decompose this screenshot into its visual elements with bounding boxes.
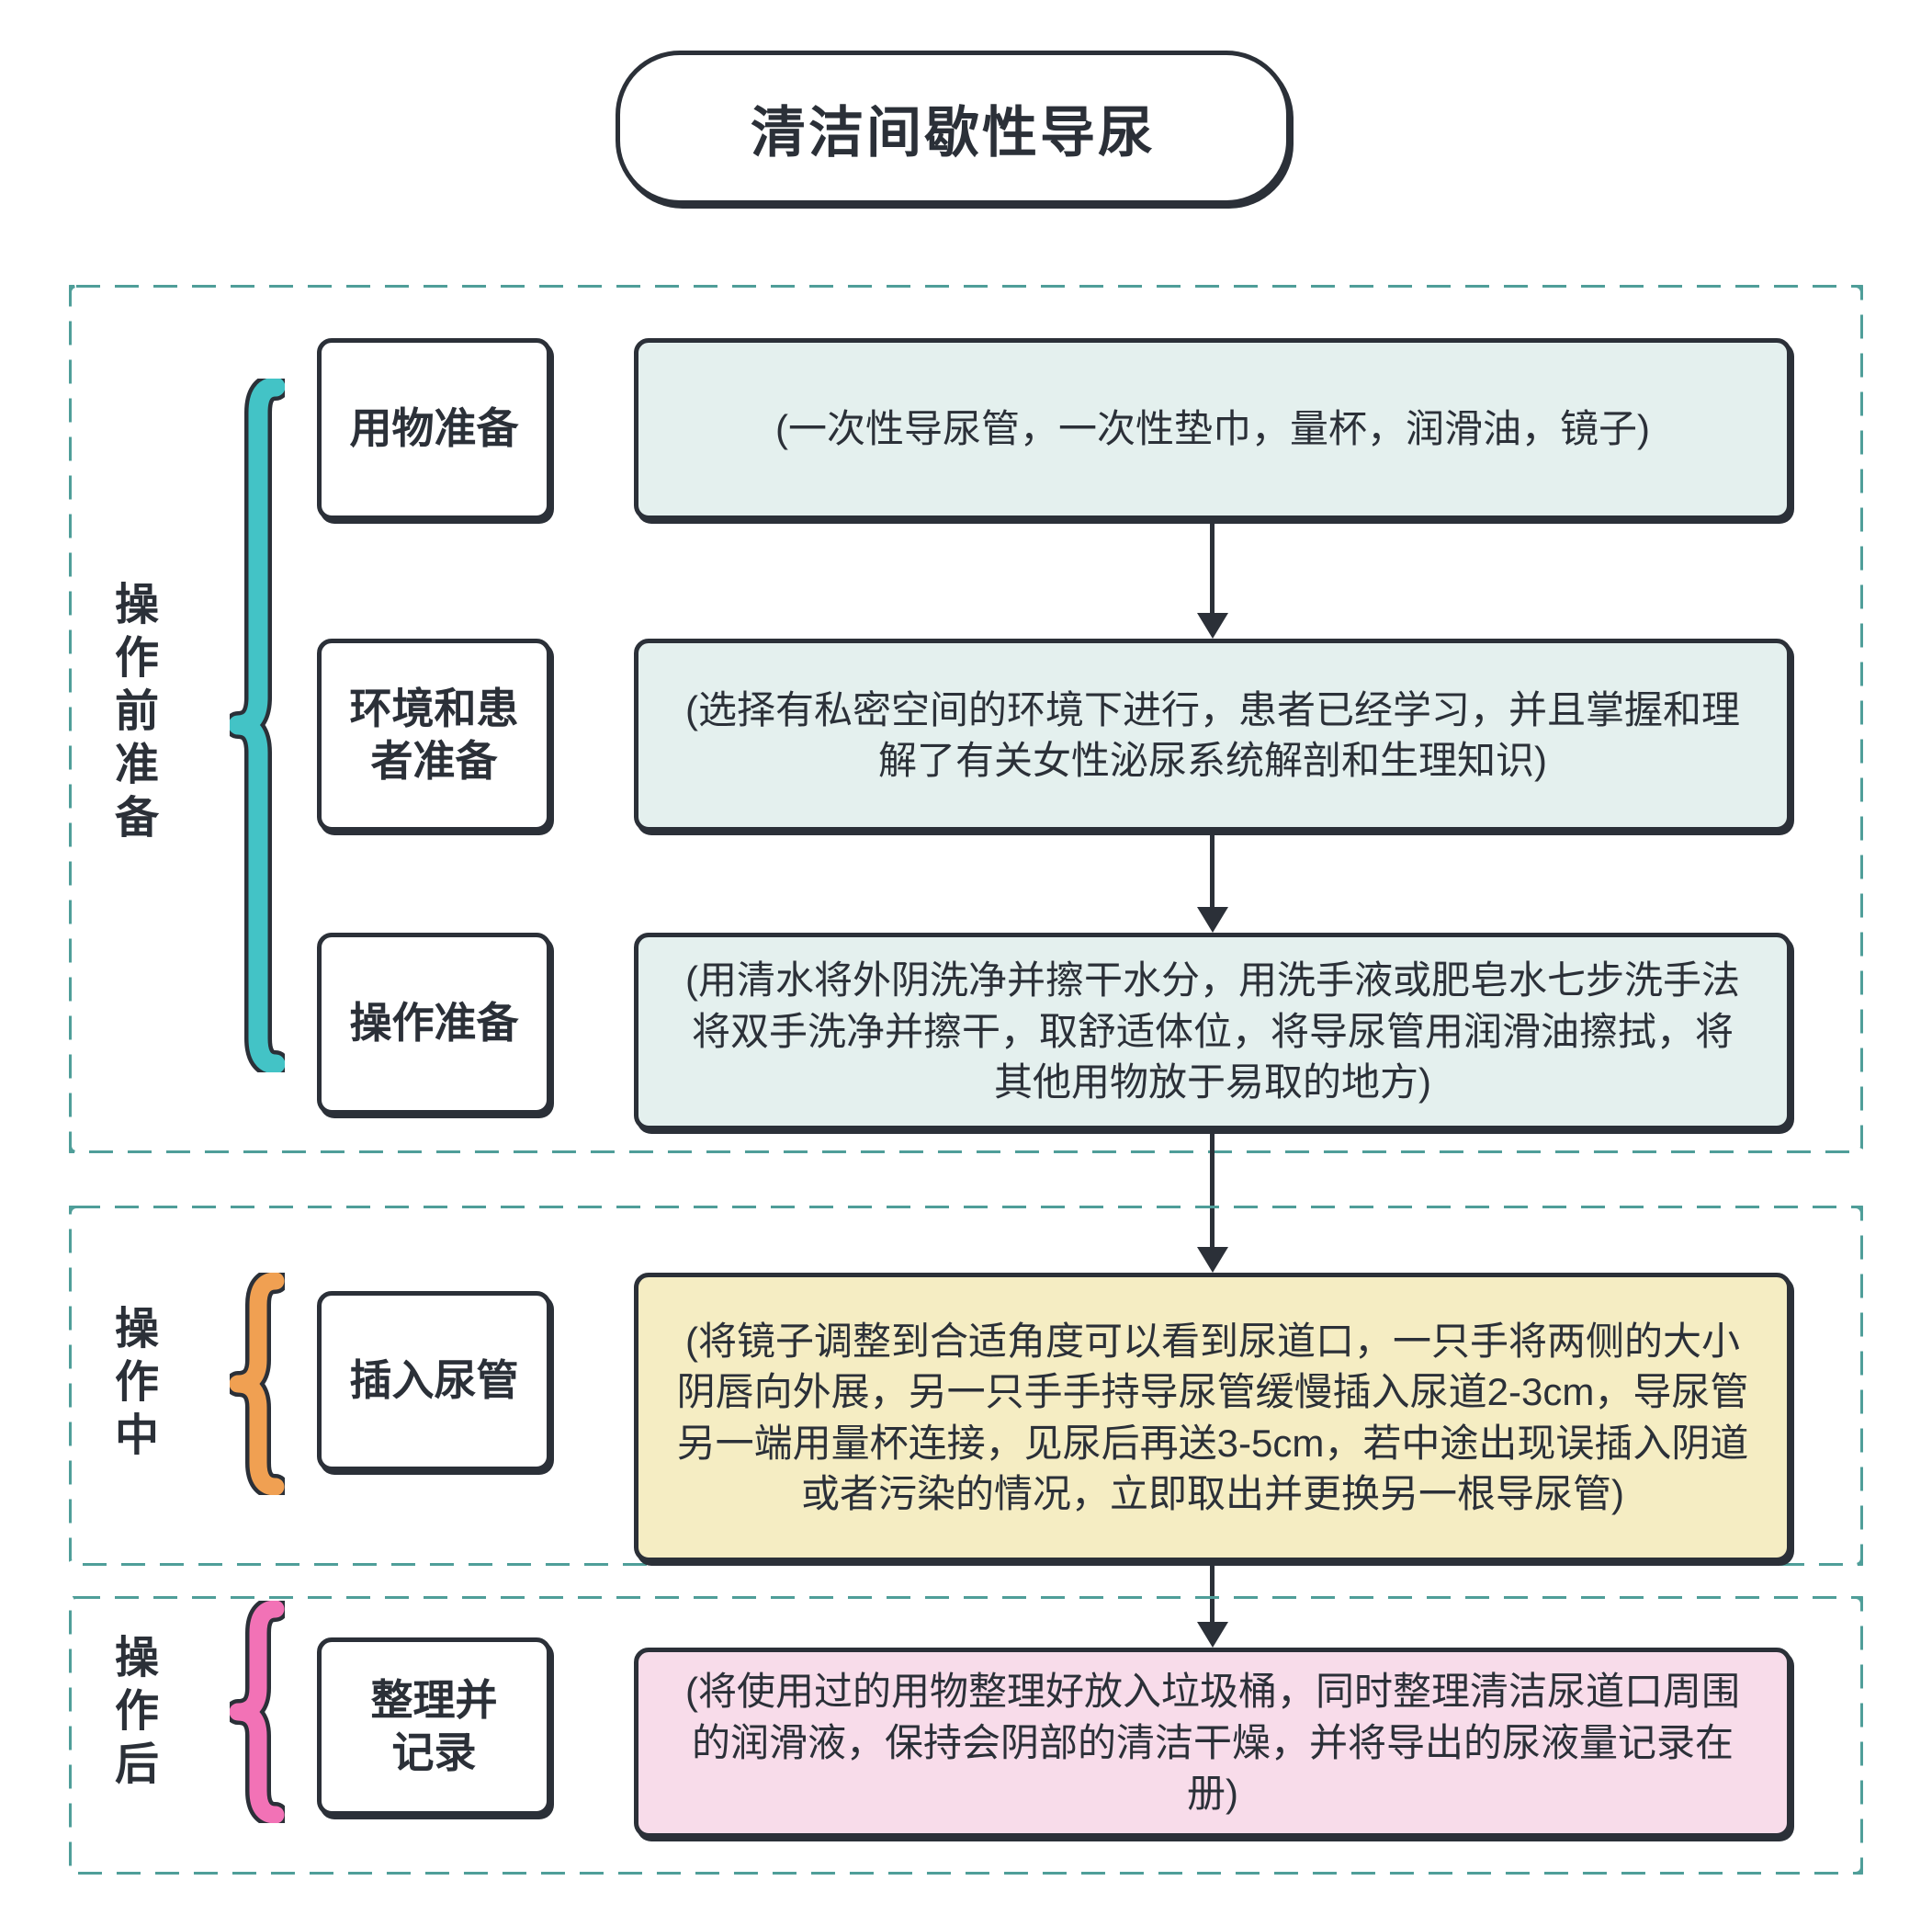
post-section-brace-icon	[230, 1601, 285, 1823]
step-label-insert-catheter: 插入尿管	[317, 1291, 551, 1471]
arrow-shaft	[1210, 522, 1215, 620]
step-label-text: 整理并 记录	[370, 1675, 498, 1777]
step-label-text: 环境和患 者准备	[349, 684, 519, 786]
step-detail-organize-record: (将使用过的用物整理好放入垃圾桶，同时整理清洁尿道口周围的润滑液，保持会阴部的清…	[634, 1648, 1791, 1838]
section-pre-label: 操作前准备	[107, 581, 156, 847]
step-detail-text: (将使用过的用物整理好放入垃圾桶，同时整理清洁尿道口周围的润滑液，保持会阴部的清…	[685, 1670, 1740, 1816]
pre-section-brace-icon	[230, 379, 285, 1072]
step-label-text: 插入尿管	[349, 1356, 519, 1405]
section-during-label: 操作中	[107, 1305, 156, 1465]
step-detail-environment-patient-prep: (选择有私密空间的环境下进行，患者已经学习，并且掌握和理解了有关女性泌尿系统解剖…	[634, 639, 1791, 832]
arrow-shaft	[1210, 1560, 1215, 1629]
arrow-shaft	[1210, 1128, 1215, 1254]
step-detail-operation-prep: (用清水将外阴洗净并擦干水分，用洗手液或肥皂水七步洗手法将双手洗净并擦干，取舒适…	[634, 933, 1791, 1130]
during-section-brace-icon	[230, 1273, 285, 1495]
flow-arrow-4	[1197, 1560, 1228, 1648]
step-detail-text: (用清水将外阴洗净并擦干水分，用洗手液或肥皂水七步洗手法将双手洗净并擦干，取舒适…	[685, 958, 1740, 1105]
arrow-head-icon	[1197, 613, 1228, 639]
section-post-label: 操作后	[107, 1634, 156, 1794]
flow-arrow-2	[1197, 830, 1228, 933]
step-label-organize-record: 整理并 记录	[317, 1637, 551, 1816]
step-detail-text: (一次性导尿管，一次性垫巾，量杯，润滑油，镜子)	[775, 407, 1650, 451]
step-detail-insert-catheter: (将镜子调整到合适角度可以看到尿道口，一只手将两侧的大小阴唇向外展，另一只手手持…	[634, 1273, 1791, 1562]
flowchart-title: 清洁间歇性导尿	[616, 51, 1291, 205]
step-label-text: 用物准备	[349, 404, 519, 453]
step-label-text: 操作准备	[349, 999, 519, 1048]
flow-arrow-3	[1197, 1128, 1228, 1273]
arrow-head-icon	[1197, 1247, 1228, 1273]
arrow-head-icon	[1197, 1622, 1228, 1648]
step-label-environment-patient-prep: 环境和患 者准备	[317, 639, 551, 832]
flow-arrow-1	[1197, 522, 1228, 639]
arrow-shaft	[1210, 830, 1215, 914]
step-detail-text: (选择有私密空间的环境下进行，患者已经学习，并且掌握和理解了有关女性泌尿系统解剖…	[685, 687, 1740, 782]
step-label-operation-prep: 操作准备	[317, 933, 551, 1115]
arrow-head-icon	[1197, 907, 1228, 933]
step-detail-supplies-prep: (一次性导尿管，一次性垫巾，量杯，润滑油，镜子)	[634, 338, 1791, 520]
step-label-supplies-prep: 用物准备	[317, 338, 551, 520]
flowchart-title-text: 清洁间歇性导尿	[751, 101, 1156, 164]
step-detail-text: (将镜子调整到合适角度可以看到尿道口，一只手将两侧的大小阴唇向外展，另一只手手持…	[676, 1319, 1749, 1515]
